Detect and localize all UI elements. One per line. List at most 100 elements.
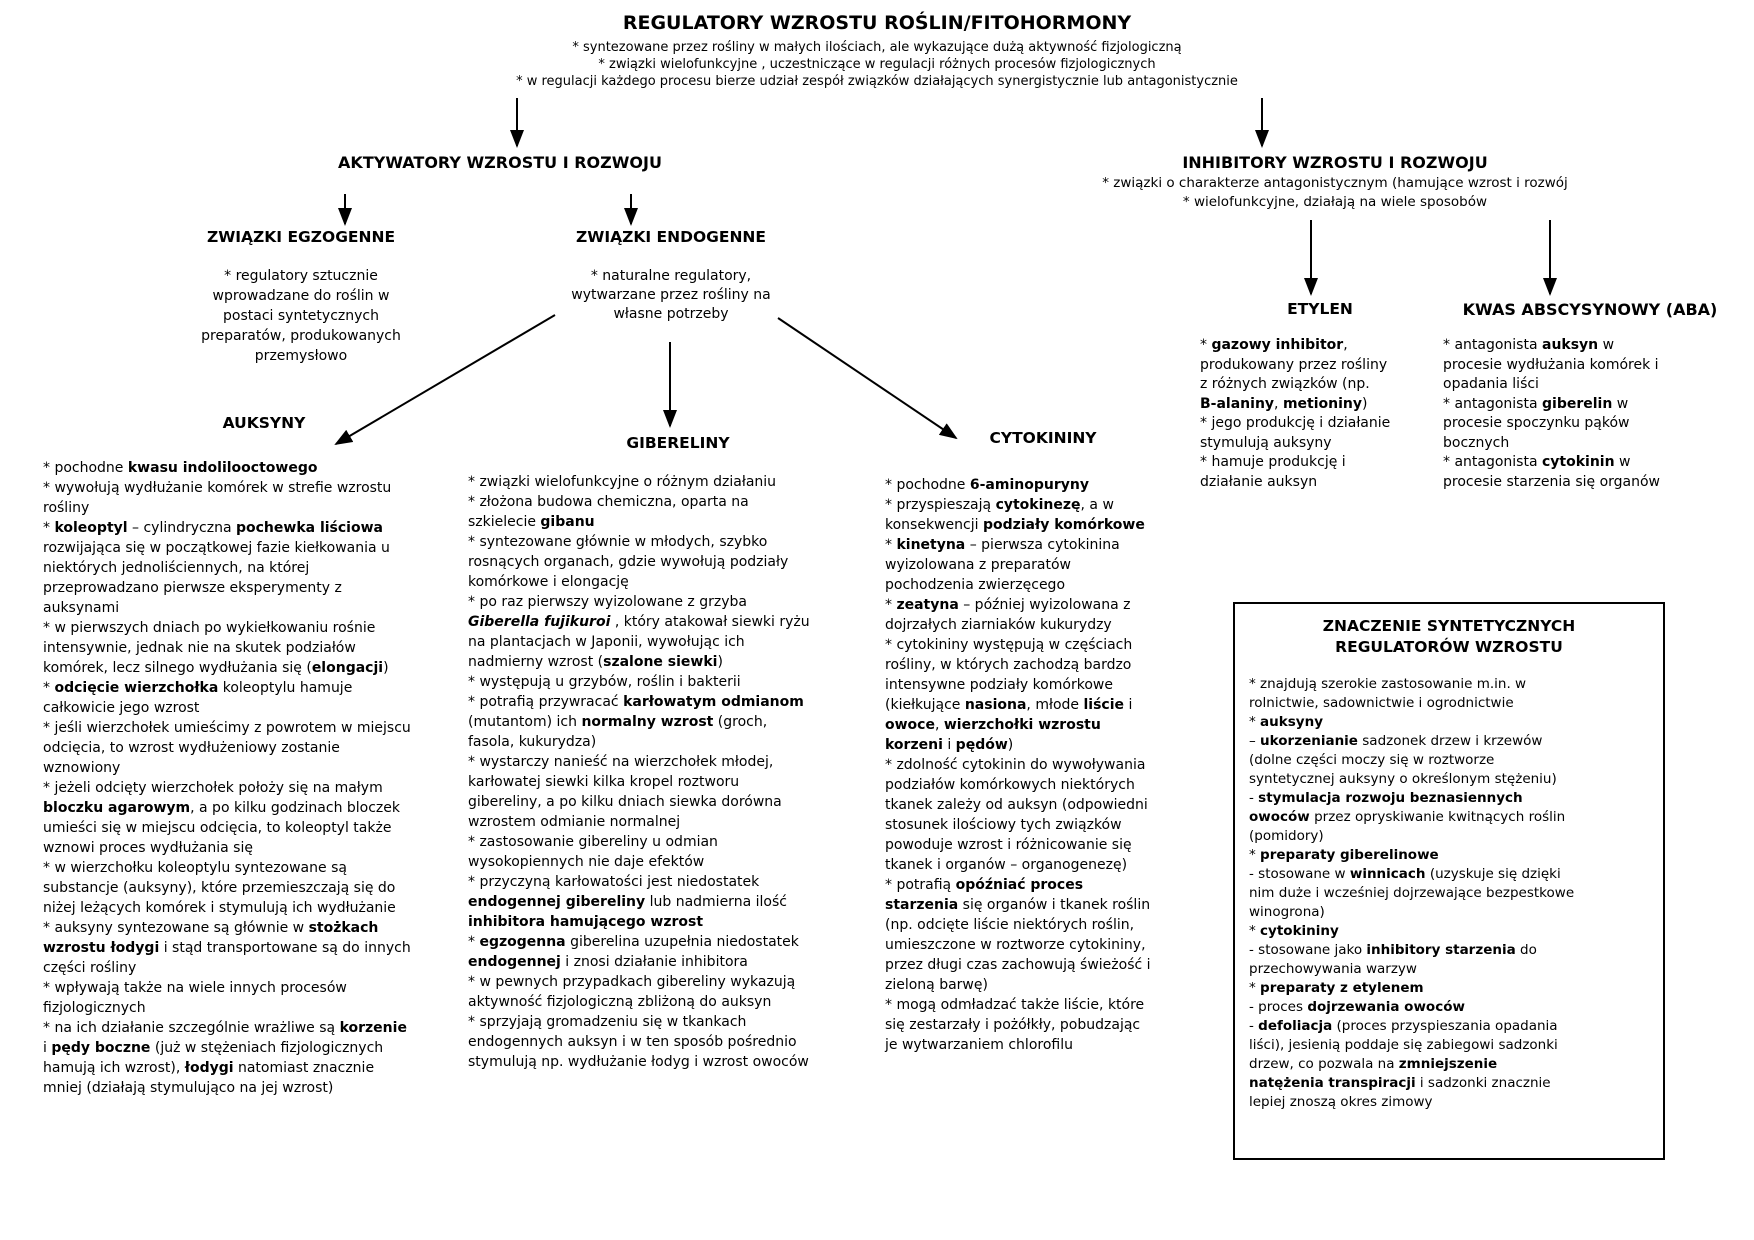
text-line: * naturalne regulatory,	[590, 268, 752, 284]
text-line: procesie spoczynku pąków	[1443, 415, 1630, 431]
text-line: * jego produkcję i działanie	[1200, 415, 1391, 431]
text-line: pochodzenia zwierzęcego	[885, 577, 1066, 593]
text-line: * związki wielofunkcyjne , uczestniczące…	[598, 57, 1156, 72]
text-line: * związki o charakterze antagonistycznym…	[1102, 175, 1568, 191]
text-line: * koleoptyl – cylindryczna pochewka liśc…	[43, 520, 383, 536]
text-line: * preparaty giberelinowe	[1249, 847, 1439, 863]
node-egzogenne-heading: ZWIĄZKI EGZOGENNE	[206, 228, 396, 246]
text-line: - proces dojrzewania owoców	[1249, 999, 1465, 1015]
text-line: * na ich działanie szczególnie wrażliwe …	[43, 1020, 407, 1036]
text-line: (pomidory)	[1249, 828, 1324, 844]
text-line: * gazowy inhibitor,	[1200, 337, 1348, 353]
text-line: * jeśli wierzchołek umieścimy z powrotem…	[43, 720, 411, 736]
text-line: rośliny	[43, 500, 90, 516]
title-bullets: * syntezowane przez rośliny w małych ilo…	[377, 39, 1377, 90]
text-line: * potrafią przywracać karłowatym odmiano…	[468, 694, 804, 710]
text-line: (dolne części moczy się w roztworze	[1249, 752, 1495, 768]
text-line: lepiej znoszą okres zimowy	[1249, 1094, 1433, 1110]
text-line: na plantacjach w Japonii, wywołując ich	[468, 634, 745, 650]
text-line: intensywne podziały komórkowe	[885, 677, 1113, 693]
text-line: mniej (działają stymulująco na jej wzros…	[43, 1080, 334, 1096]
text-line: odcięcia, to wzrost wydłużeniowy zostani…	[43, 740, 340, 756]
text-line: wysokopiennych nie daje efektów	[468, 854, 705, 870]
text-line: wytwarzane przez rośliny na	[571, 287, 771, 303]
text-line: się zestarzały i pożółkły, pobudzając	[885, 1017, 1141, 1033]
text-line: * auksyny	[1249, 714, 1323, 730]
node-aba-body: * antagonista auksyn w procesie wydłużani…	[1443, 336, 1754, 492]
node-endogenne-heading: ZWIĄZKI ENDOGENNE	[576, 228, 766, 246]
text-line: * pochodne 6-aminopuryny	[885, 477, 1089, 493]
text-line: endogennych auksyn i w ten sposób pośred…	[468, 1034, 797, 1050]
text-line: * zdolność cytokinin do wywoływania	[885, 757, 1146, 773]
text-line: * zastosowanie gibereliny u odmian	[468, 834, 718, 850]
node-aktywatory-heading: AKTYWATORY WZROSTU I ROZWOJU	[338, 153, 662, 172]
text-line: szkielecie gibanu	[468, 514, 595, 530]
text-line: - stymulacja rozwoju beznasiennych	[1249, 790, 1523, 806]
text-line: * przyczyną karłowatości jest niedostate…	[468, 874, 760, 890]
text-line: podziałów komórkowych niektórych	[885, 777, 1135, 793]
text-line: wzrostem odmianie normalnej	[468, 814, 681, 830]
node-auksyny-body: * pochodne kwasu indolilooctowego* wywoł…	[43, 458, 475, 1098]
text-line: wzrostu łodygi i stąd transportowane są …	[43, 940, 411, 956]
text-line: * w pierwszych dniach po wykiełkowaniu r…	[43, 620, 376, 636]
text-line: * regulatory sztucznie	[224, 268, 378, 284]
text-line: je wytwarzaniem chlorofilu	[885, 1037, 1073, 1053]
text-line: wprowadzane do roślin w	[212, 288, 390, 304]
text-line: własne potrzeby	[613, 306, 729, 322]
text-line: procesie wydłużania komórek i	[1443, 356, 1659, 373]
text-line: - stosowane jako inhibitory starzenia do	[1249, 942, 1537, 958]
text-line: endogennej i znosi działanie inhibitora	[468, 954, 748, 970]
text-line: konsekwencji podziały komórkowe	[885, 517, 1145, 533]
text-line: ZNACZENIE SYNTETYCZNYCH	[1322, 617, 1576, 635]
text-line: B-alaniny, metioniny)	[1200, 395, 1368, 412]
text-line: * potrafią opóźniać proces	[885, 877, 1084, 893]
text-line: i pędy boczne (już w stężeniach fizjolog…	[43, 1040, 384, 1056]
text-line: opadania liści	[1443, 376, 1539, 392]
text-line: przechowywania warzyw	[1249, 961, 1417, 977]
text-line: * mogą odmładzać także liście, które	[885, 997, 1145, 1013]
text-line: * związki wielofunkcyjne o różnym działa…	[468, 474, 777, 490]
page-title: REGULATORY WZROSTU ROŚLIN/FITOHORMONY	[622, 12, 1132, 34]
text-line: hamują ich wzrost), łodygi natomiast zna…	[43, 1060, 375, 1076]
text-line: * w regulacji każdego procesu bierze udz…	[516, 74, 1238, 89]
text-line: zieloną barwę)	[885, 977, 988, 993]
text-line: nadmierny wzrost (szalone siewki)	[468, 654, 723, 670]
text-line: wyizolowana z preparatów	[885, 557, 1071, 573]
text-line: fasola, kukurydza)	[468, 734, 597, 750]
text-line: * syntezowane głównie w młodych, szybko	[468, 534, 768, 550]
text-line: Giberella fujikuroi , który atakował sie…	[468, 614, 810, 630]
text-line: substancje (auksyny), które przemieszcza…	[43, 880, 396, 896]
text-line: niektórych jednoliściennych, na której	[43, 560, 310, 576]
text-line: * w pewnych przypadkach gibereliny wykaz…	[468, 974, 796, 990]
text-line: powoduje wzrost i różnicowanie się	[885, 837, 1132, 853]
text-line: * syntezowane przez rośliny w małych ilo…	[572, 40, 1182, 55]
text-line: rośliny, w których zachodzą bardzo	[885, 657, 1132, 673]
text-line: rosnących organach, gdzie wywołują podzi…	[468, 554, 789, 570]
text-line: intensywnie, jednak nie na skutek podzia…	[43, 640, 356, 656]
node-cytokininy-heading: CYTOKININY	[989, 429, 1097, 447]
node-etylen-heading: ETYLEN	[1287, 300, 1353, 318]
znaczenie-box-body: * znajdują szerokie zastosowanie m.in. w…	[1249, 675, 1649, 1112]
text-line: * wywołują wydłużanie komórek w strefie …	[43, 480, 392, 496]
text-line: * antagonista auksyn w	[1443, 337, 1615, 353]
text-line: inhibitora hamującego wzrost	[468, 914, 704, 930]
node-auksyny-heading: AUKSYNY	[222, 414, 306, 432]
text-line: produkowany przez rośliny	[1200, 356, 1388, 373]
text-line: * cytokininy	[1249, 923, 1339, 939]
text-line: * sprzyjają gromadzeniu się w tkankach	[468, 1014, 747, 1030]
text-line: stosunek ilościowy tych związków	[885, 817, 1122, 833]
text-line: * po raz pierwszy wyizolowane z grzyba	[468, 594, 747, 610]
text-line: umieszczone w roztworze cytokininy,	[885, 937, 1146, 953]
text-line: starzenia się organów i tkanek roślin	[885, 897, 1151, 913]
text-line: * kinetyna – pierwsza cytokinina	[885, 537, 1120, 553]
text-line: rozwijająca się w początkowej fazie kieł…	[43, 540, 390, 556]
diagram-header: REGULATORY WZROSTU ROŚLIN/FITOHORMONY * …	[377, 12, 1377, 90]
text-line: procesie starzenia się organów	[1443, 473, 1661, 490]
text-line: * auksyny syntezowane są głównie w stożk…	[43, 920, 379, 936]
node-egzogenne-description: * regulatory sztucznie wprowadzane do roś…	[161, 266, 441, 366]
text-line: * preparaty z etylenem	[1249, 980, 1424, 996]
text-line: z różnych związków (np.	[1200, 376, 1370, 392]
node-endogenne-description: * naturalne regulatory, wytwarzane przez …	[521, 267, 821, 324]
